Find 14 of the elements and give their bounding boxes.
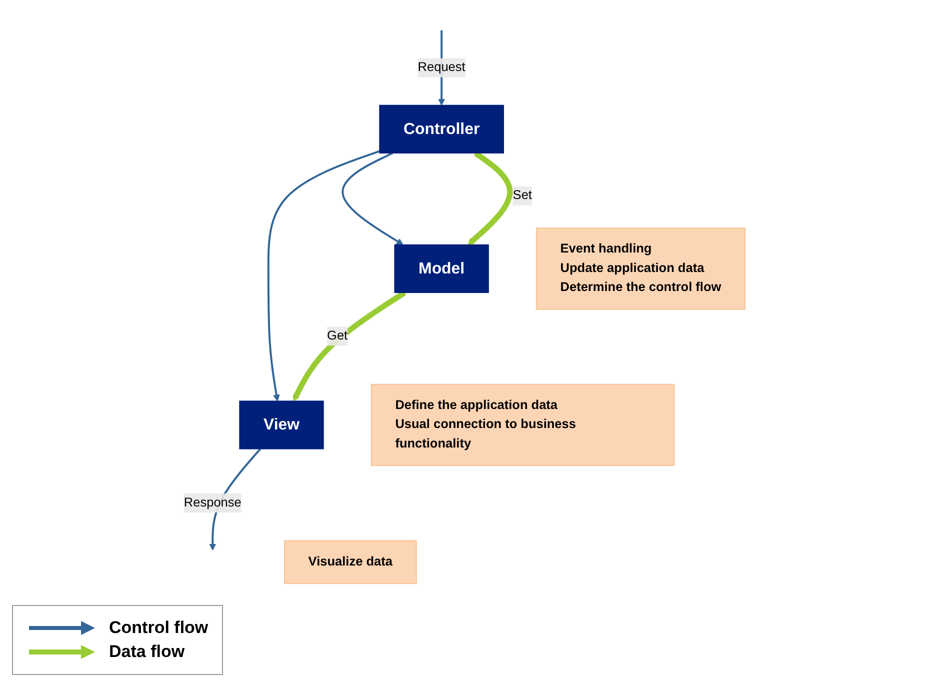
- legend-label: Data flow: [109, 642, 185, 662]
- edge-label: Request: [418, 60, 466, 74]
- node-box: Model: [394, 244, 489, 293]
- edge-label: Response: [184, 496, 242, 510]
- arrow: [342, 152, 404, 246]
- node-box: Visualize data: [284, 540, 417, 584]
- node-box: View: [239, 400, 324, 450]
- node-box: Controller: [379, 104, 504, 154]
- node-box: Event handling Update application data Determine the control flow: [536, 228, 746, 310]
- node-box: Define the application data Usual connection to business functionality: [370, 384, 675, 466]
- legend-label: Control flow: [109, 618, 208, 638]
- arrow: [267, 150, 380, 402]
- edge-label: Get: [327, 329, 348, 343]
- edge-label: Set: [512, 188, 532, 202]
